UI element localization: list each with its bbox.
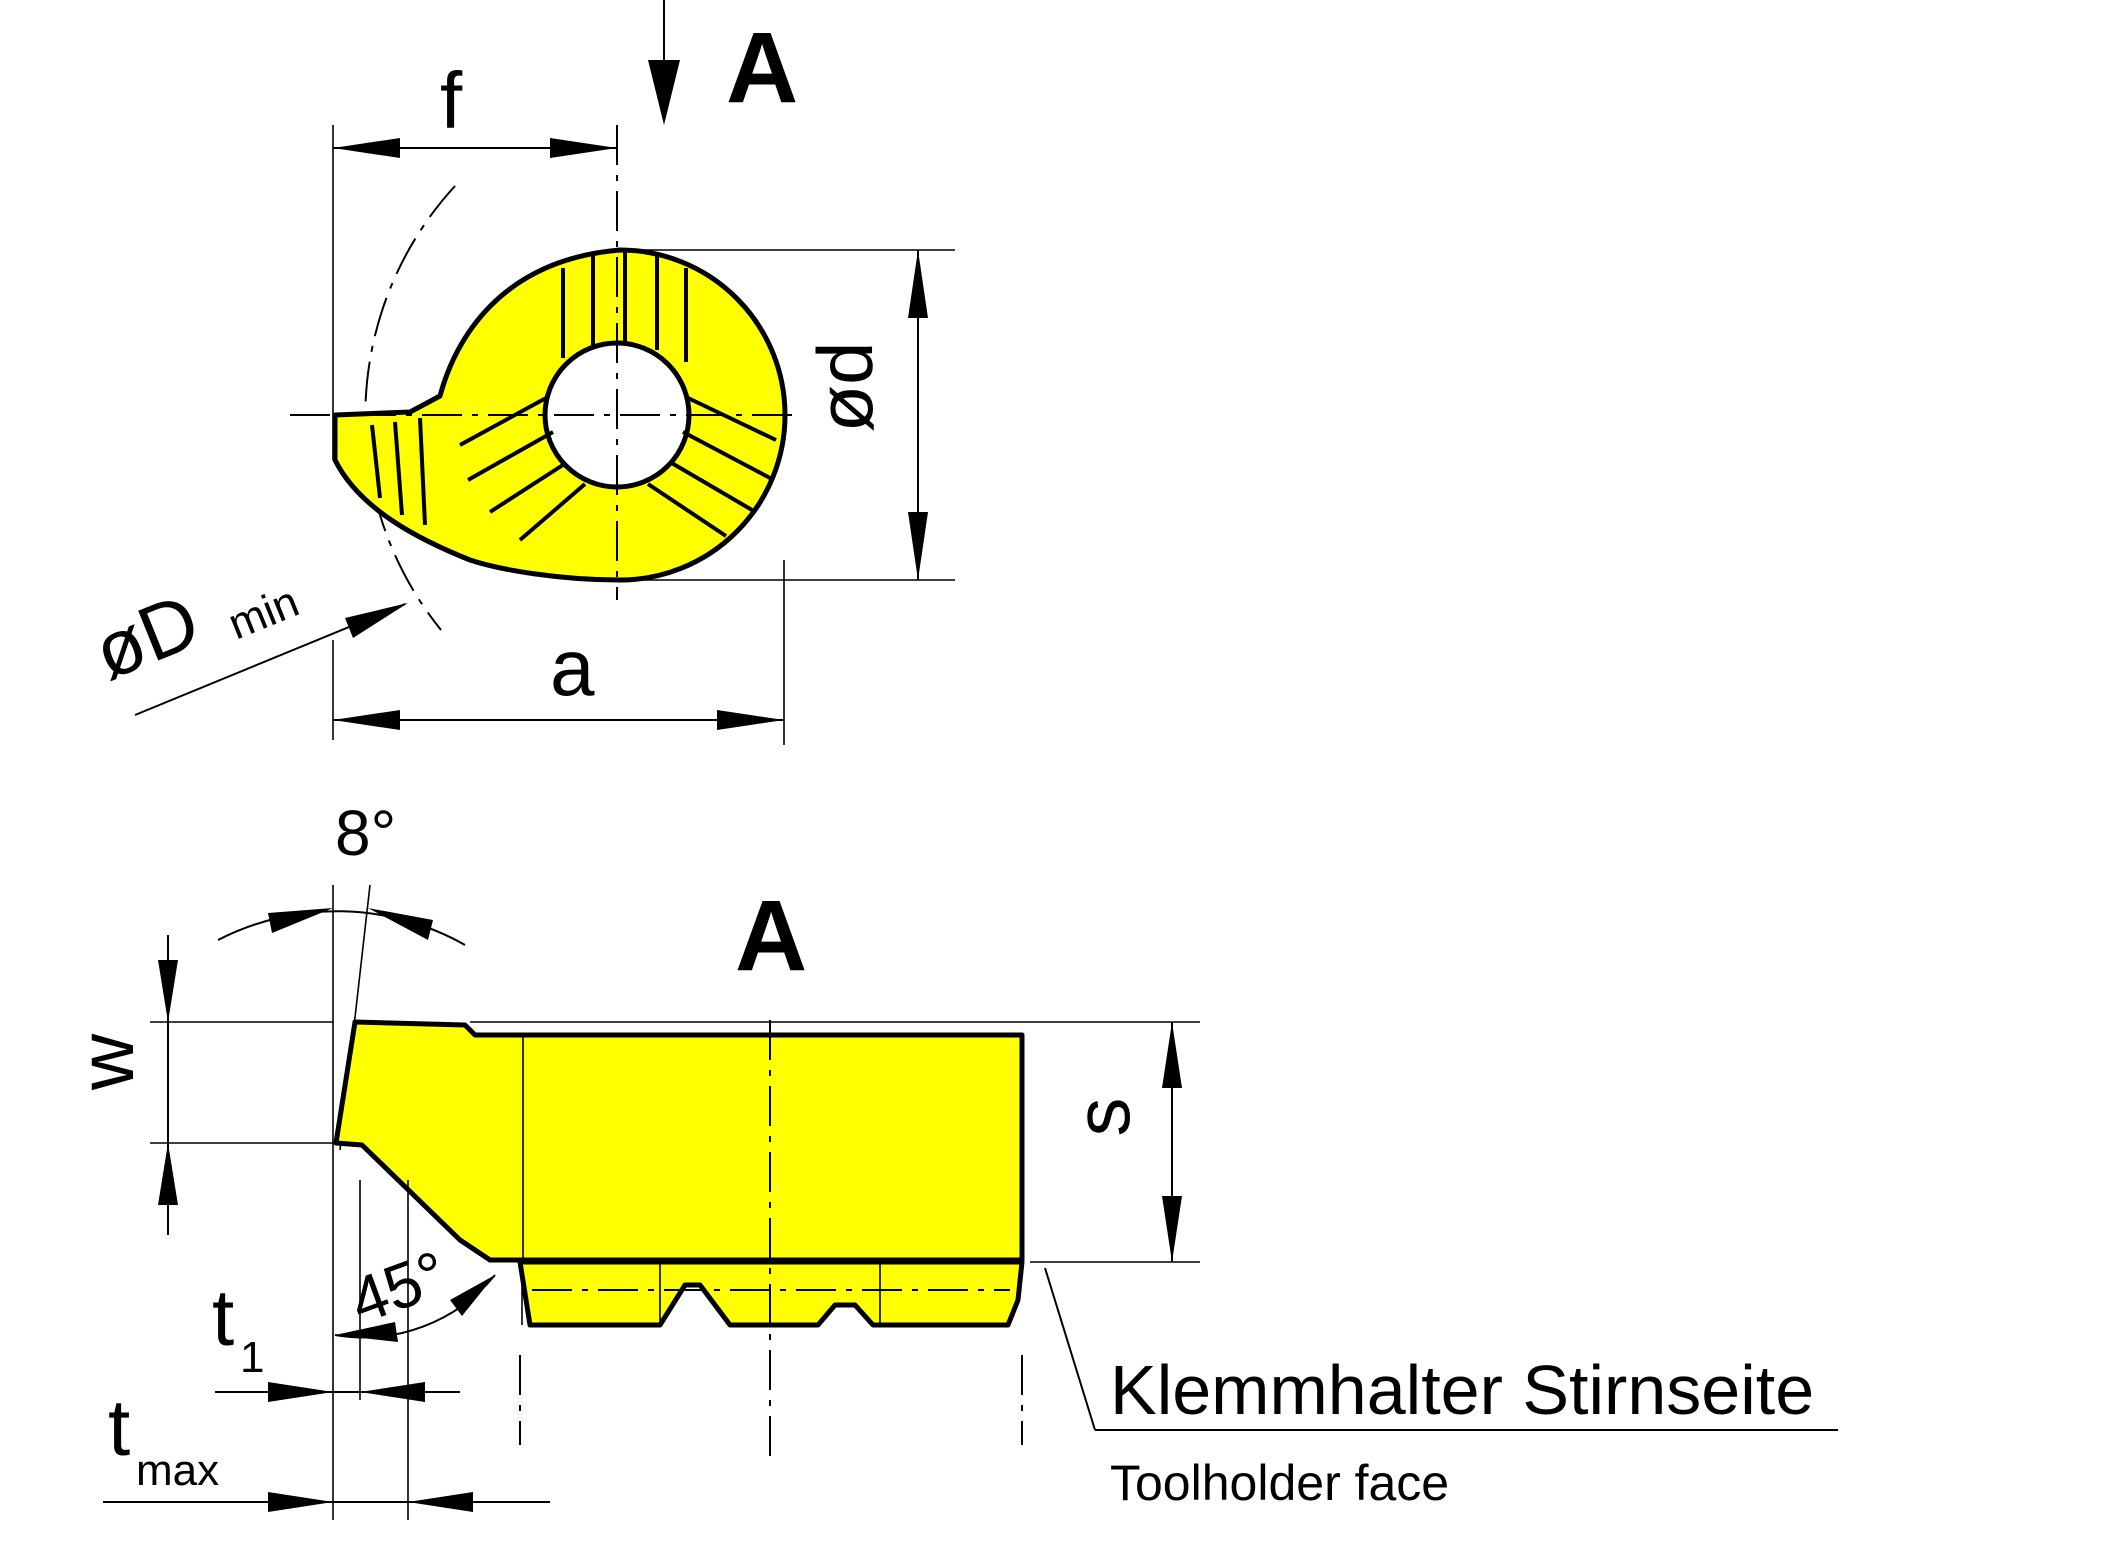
dim-d-label: ød [801, 341, 889, 432]
dim-a-label: a [550, 623, 595, 712]
hatch-lower-left [459, 396, 587, 542]
dim-s-label: s [1058, 1098, 1146, 1137]
dim-f-label: f [440, 56, 463, 145]
hatch-lower-right [646, 396, 777, 538]
top-view: A [82, 0, 955, 745]
callout-label-de: Klemmhalter Stirnseite [1110, 1351, 1814, 1429]
top-view-label: A [726, 12, 798, 124]
dim-dmin-sub: min [222, 577, 306, 649]
dim-dmin-label: øD [82, 576, 211, 697]
dim-tmax-sub: max [136, 1446, 219, 1495]
callout-leader [1044, 1267, 1096, 1431]
dim-t1-label: t [212, 1273, 234, 1362]
dim-tmax-label: t [108, 1383, 130, 1472]
side-view: A 8° w s [62, 797, 1838, 1520]
dim-t1-sub: 1 [240, 1333, 264, 1382]
callout-label-en: Toolholder face [1110, 1455, 1449, 1511]
hatch-tip [370, 417, 427, 526]
insert-side-body [333, 1019, 1025, 1263]
dmin-arc [364, 185, 456, 631]
angle-8-arc [217, 910, 466, 946]
side-view-label: A [735, 880, 807, 992]
dim-w-label: w [62, 1033, 150, 1091]
hatch-top [561, 250, 688, 362]
view-arrow-head [648, 60, 680, 125]
angle-8-label: 8° [335, 797, 396, 869]
angle-45-label: 45° [341, 1237, 457, 1338]
